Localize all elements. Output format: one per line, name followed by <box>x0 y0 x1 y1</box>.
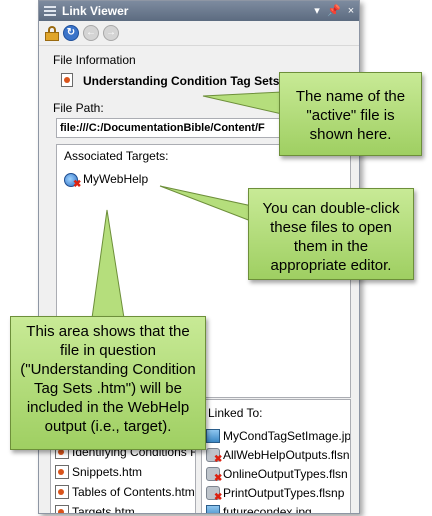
back-icon[interactable]: ← <box>83 25 99 41</box>
list-item[interactable]: Targets.htm <box>51 502 195 514</box>
grip-icon[interactable] <box>44 6 56 16</box>
html-file-icon <box>55 465 69 479</box>
active-file-pointer <box>202 91 283 115</box>
target-name: MyWebHelp <box>83 172 149 186</box>
toolbar: ↻ ← → <box>39 21 359 46</box>
area-callout: This area shows that the file in questio… <box>10 316 206 450</box>
pin-icon[interactable]: 📌 <box>327 5 341 17</box>
list-item[interactable]: ✖ OnlineOutputTypes.flsn <box>202 464 350 484</box>
list-item[interactable]: ✖ AllWebHelpOutputs.flsn <box>202 445 350 465</box>
active-file-name: Understanding Condition Tag Sets <box>83 74 280 88</box>
list-item-label: OnlineOutputTypes.flsn <box>223 467 348 481</box>
file-information-label: File Information <box>53 53 136 67</box>
html-file-icon <box>55 485 69 499</box>
x-icon: ✖ <box>214 454 223 465</box>
html-file-icon <box>61 73 73 87</box>
x-icon: ✖ <box>214 492 223 503</box>
title-bar: Link Viewer ▾ 📌 × <box>39 1 359 21</box>
list-item-label: Targets.htm <box>72 505 135 514</box>
linked-to-label: Linked To: <box>208 406 263 420</box>
lock-icon[interactable] <box>44 25 60 41</box>
file-path-label: File Path: <box>53 101 104 115</box>
list-item-label: PrintOutputTypes.flsnp <box>223 486 345 500</box>
links-lists: Identifying Conditions F Snippets.htm Ta… <box>50 399 351 514</box>
x-icon: ✖ <box>214 473 223 484</box>
active-file-callout: The name of the "active" file is shown h… <box>279 72 422 156</box>
list-item-label: AllWebHelpOutputs.flsn <box>223 448 350 462</box>
target-file-icon <box>206 448 220 462</box>
target-file-icon <box>206 486 220 500</box>
refresh-icon[interactable]: ↻ <box>63 25 79 41</box>
list-item-label: Tables of Contents.htm <box>72 485 195 499</box>
list-item[interactable]: Tables of Contents.htm <box>51 482 195 502</box>
forward-icon[interactable]: → <box>103 25 119 41</box>
window-title: Link Viewer <box>62 4 129 18</box>
list-item-label: MyCondTagSetImage.jp <box>223 429 351 443</box>
target-file-icon <box>206 467 220 481</box>
list-item-label: futurecondex.jpg <box>223 505 312 514</box>
area-pointer <box>91 209 125 319</box>
linked-to-list[interactable]: Linked To: MyCondTagSetImage.jp ✖ AllWeb… <box>201 399 351 514</box>
image-file-icon <box>206 429 220 443</box>
webhelp-target-icon <box>64 173 78 187</box>
double-click-callout: You can double-click these files to open… <box>248 188 414 280</box>
target-item[interactable]: ✖ MyWebHelp <box>63 171 183 190</box>
html-file-icon <box>55 505 69 513</box>
close-icon[interactable]: × <box>347 5 355 17</box>
list-item-label: Snippets.htm <box>72 465 143 479</box>
x-icon: ✖ <box>73 179 82 190</box>
list-item[interactable]: futurecondex.jpg <box>202 502 350 514</box>
list-item[interactable]: ✖ PrintOutputTypes.flsnp <box>202 483 350 503</box>
list-item[interactable]: Snippets.htm <box>51 462 195 482</box>
list-item[interactable]: MyCondTagSetImage.jp <box>202 426 350 446</box>
dropdown-menu-icon[interactable]: ▾ <box>314 5 320 17</box>
associated-targets-label: Associated Targets: <box>64 149 169 163</box>
image-file-icon <box>206 505 220 513</box>
